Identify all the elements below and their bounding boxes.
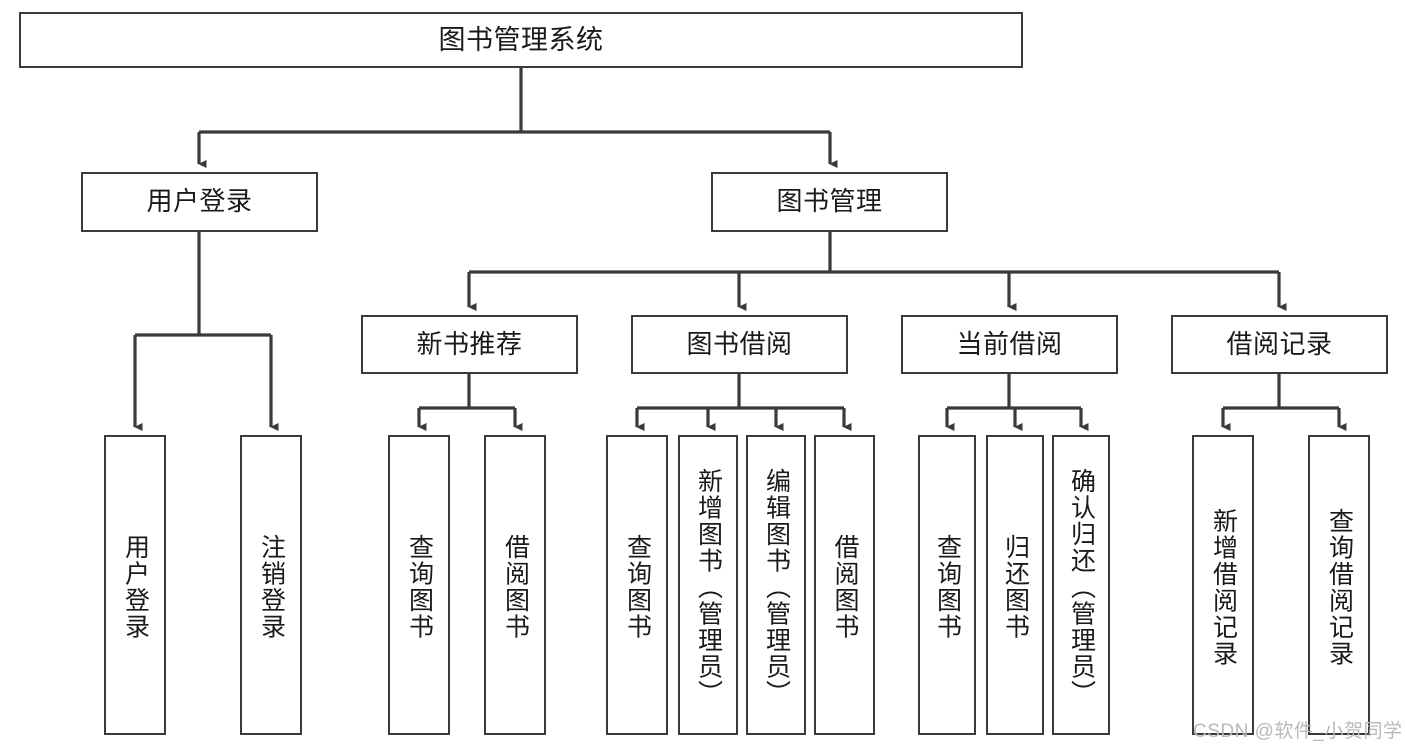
node-leaf-query-book-recommend-label: 查询图书 bbox=[405, 534, 434, 640]
node-leaf-edit-book-admin-label: 编辑图书（管理员） bbox=[762, 467, 791, 707]
node-book-management[interactable]: 图书管理 bbox=[711, 172, 948, 232]
node-user-login[interactable]: 用户登录 bbox=[81, 172, 318, 232]
node-leaf-borrow-book-label: 借阅图书 bbox=[831, 534, 859, 640]
node-leaf-borrow-book-recommend-label: 借阅图书 bbox=[501, 534, 530, 640]
csdn-watermark: CSDN @软件_小贺同学 bbox=[1193, 721, 1403, 742]
node-leaf-logout-label: 注销登录 bbox=[257, 534, 286, 640]
node-leaf-edit-book-admin[interactable]: 编辑图书（管理员） bbox=[746, 435, 806, 735]
node-leaf-return-book-label: 归还图书 bbox=[1001, 534, 1030, 640]
node-leaf-query-borrow-record-label: 查询借阅记录 bbox=[1325, 507, 1354, 667]
node-new-book-recommend[interactable]: 新书推荐 bbox=[361, 315, 578, 374]
node-leaf-query-borrow-record[interactable]: 查询借阅记录 bbox=[1308, 435, 1370, 735]
node-leaf-add-book-admin[interactable]: 新增图书（管理员） bbox=[678, 435, 738, 735]
node-borrow-record-label: 借阅记录 bbox=[1226, 328, 1333, 359]
node-leaf-add-book-admin-label: 新增图书（管理员） bbox=[694, 467, 723, 707]
node-leaf-borrow-book[interactable]: 借阅图书 bbox=[814, 435, 875, 735]
node-leaf-logout[interactable]: 注销登录 bbox=[240, 435, 302, 735]
node-root-label: 图书管理系统 bbox=[438, 24, 604, 55]
node-leaf-query-book-recommend[interactable]: 查询图书 bbox=[388, 435, 450, 735]
node-book-management-label: 图书管理 bbox=[776, 186, 883, 217]
node-borrow-record[interactable]: 借阅记录 bbox=[1171, 315, 1388, 374]
node-leaf-user-login-label: 用户登录 bbox=[121, 534, 150, 640]
node-leaf-query-book-borrow-label: 查询图书 bbox=[623, 534, 652, 640]
node-user-login-label: 用户登录 bbox=[146, 186, 253, 217]
node-new-book-recommend-label: 新书推荐 bbox=[416, 328, 523, 359]
node-leaf-add-borrow-record[interactable]: 新增借阅记录 bbox=[1192, 435, 1254, 735]
node-current-borrow-label: 当前借阅 bbox=[956, 328, 1063, 359]
node-root[interactable]: 图书管理系统 bbox=[19, 12, 1023, 68]
node-leaf-query-book-current[interactable]: 查询图书 bbox=[918, 435, 976, 735]
node-leaf-add-borrow-record-label: 新增借阅记录 bbox=[1209, 507, 1238, 667]
node-leaf-confirm-return-admin[interactable]: 确认归还（管理员） bbox=[1052, 435, 1110, 735]
node-leaf-confirm-return-admin-label: 确认归还（管理员） bbox=[1067, 467, 1096, 707]
node-leaf-query-book-borrow[interactable]: 查询图书 bbox=[606, 435, 668, 735]
node-leaf-query-book-current-label: 查询图书 bbox=[933, 534, 962, 640]
node-leaf-borrow-book-recommend[interactable]: 借阅图书 bbox=[484, 435, 546, 735]
node-current-borrow[interactable]: 当前借阅 bbox=[901, 315, 1118, 374]
node-leaf-return-book[interactable]: 归还图书 bbox=[986, 435, 1044, 735]
node-book-borrow-label: 图书借阅 bbox=[686, 328, 793, 359]
node-book-borrow[interactable]: 图书借阅 bbox=[631, 315, 848, 374]
node-leaf-user-login[interactable]: 用户登录 bbox=[104, 435, 166, 735]
